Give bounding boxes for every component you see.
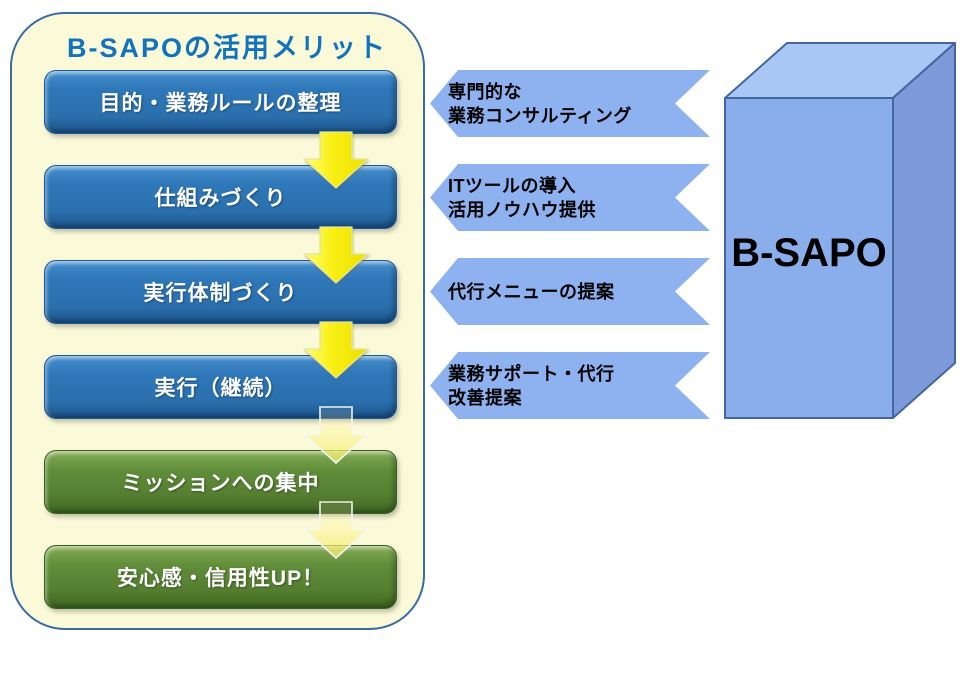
callout-line: ITツールの導入 <box>448 175 576 196</box>
panel-title: B-SAPOの活用メリット <box>67 33 388 63</box>
step-label: 実行体制づくり <box>143 282 298 305</box>
down-arrow-icon <box>303 226 369 284</box>
callout-line: 業務サポート・代行 <box>448 363 615 384</box>
step-label: 実行（継続） <box>154 377 287 400</box>
callout-support: 業務サポート・代行 改善提案 <box>430 352 710 419</box>
down-arrow-faded-icon <box>303 406 369 464</box>
callout-line: 業務コンサルティング <box>448 105 632 126</box>
step-label: 安心感・信用性UP！ <box>116 567 325 590</box>
benefits-panel: B-SAPOの活用メリット 目的・業務ルールの整理 仕組みづくり 実行体制づくり… <box>10 12 425 630</box>
product-label: B-SAPO <box>731 231 887 275</box>
down-arrow-icon <box>303 131 369 189</box>
callout-it-tools: ITツールの導入 活用ノウハウ提供 <box>430 164 710 231</box>
step-box-organize-rules: 目的・業務ルールの整理 <box>44 70 397 134</box>
step-label: 目的・業務ルールの整理 <box>99 92 342 115</box>
callout-line: 改善提案 <box>448 387 522 408</box>
step-label: 仕組みづくり <box>154 187 287 210</box>
step-label: ミッションへの集中 <box>121 472 320 495</box>
callout-line: 代行メニューの提案 <box>448 281 615 302</box>
down-arrow-icon <box>303 321 369 379</box>
callout-consulting: 専門的な 業務コンサルティング <box>430 70 710 137</box>
callout-line: 活用ノウハウ提供 <box>448 199 596 220</box>
down-arrow-faded-icon <box>303 501 369 559</box>
product-cube-icon <box>724 42 956 419</box>
callout-agency-menu: 代行メニューの提案 <box>430 258 710 325</box>
callout-line: 専門的な <box>448 81 522 102</box>
